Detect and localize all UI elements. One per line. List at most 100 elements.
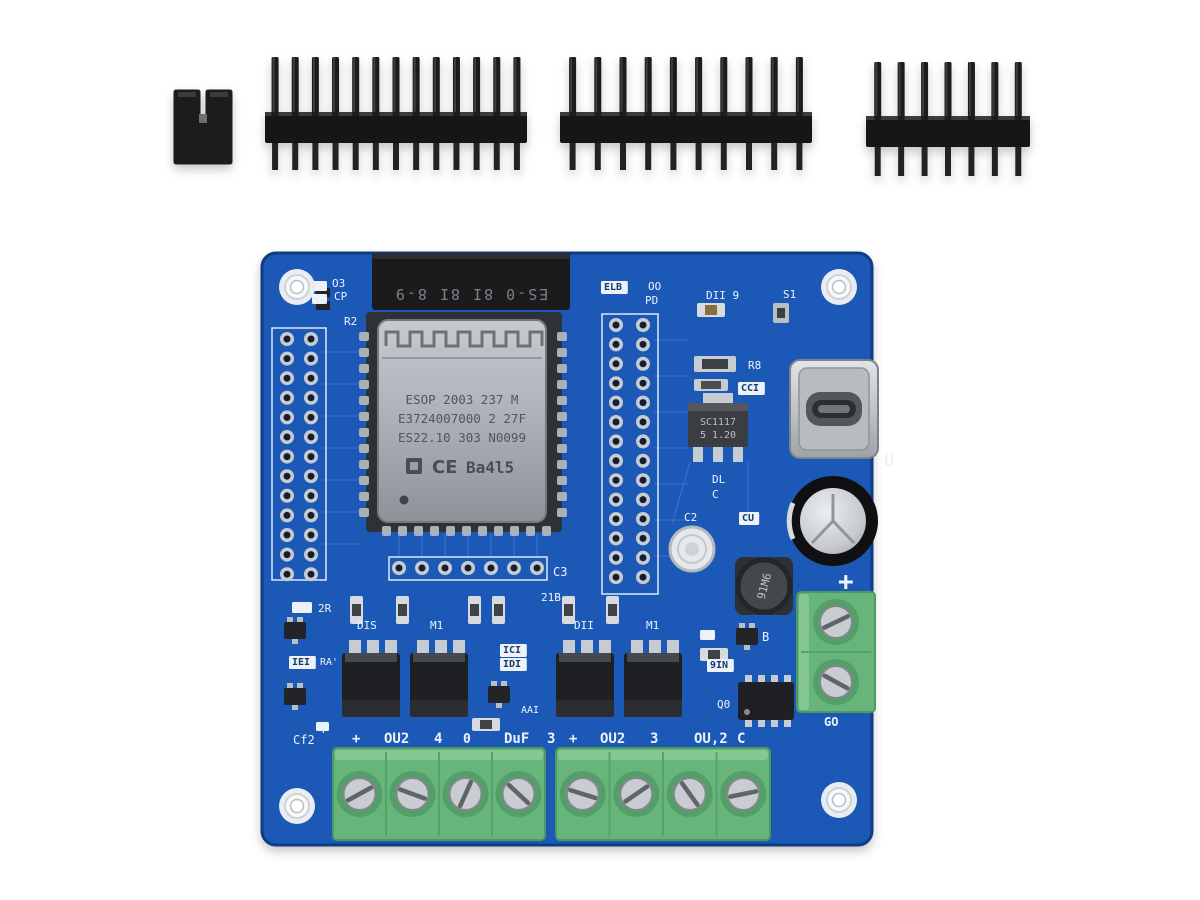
middle-header-outline: [601, 313, 659, 595]
shield-dimple: [399, 495, 409, 505]
svg-text:C: C: [737, 731, 745, 747]
svg-text:Cf2: Cf2: [293, 733, 315, 747]
svg-text:CU: CU: [742, 513, 754, 524]
svg-text:IEI: IEI: [292, 657, 310, 668]
resistor-r8-body: [702, 359, 728, 369]
capacitor-vent: [810, 494, 856, 545]
regulator-marking-line1: SC1117: [700, 417, 736, 428]
pin-header-13pin: [265, 57, 527, 170]
cert-id: Ba4l5: [466, 458, 514, 477]
ceramic-disc-c2: [668, 525, 716, 573]
smd-passives: [284, 281, 758, 731]
esp32-module: ESOP 2003 237 M E3724007000 2 27F ES22.1…: [359, 312, 567, 536]
module-marking-line2: E3724007000 2 27F: [398, 411, 526, 426]
svg-text:IDI: IDI: [503, 659, 521, 670]
svg-text:DuF: DuF: [504, 731, 529, 747]
svg-text:R8: R8: [748, 359, 761, 372]
pin-header-10pin: [560, 57, 812, 170]
power-inductor: 91M6: [735, 557, 793, 615]
svg-text:T: T: [320, 723, 327, 736]
svg-text:B: B: [762, 630, 769, 644]
svg-text:CP: CP: [334, 290, 348, 303]
svg-text:+: +: [838, 567, 854, 597]
svg-text:21B: 21B: [541, 591, 561, 604]
mounting-holes: [279, 269, 857, 824]
module-marking-line3: ES22.10 303 N0099: [398, 430, 526, 445]
jumper-contact: [199, 114, 207, 123]
capacitor-polarity-stripe: [786, 502, 796, 540]
svg-text:+: +: [352, 731, 360, 747]
svg-text:0: 0: [463, 732, 471, 747]
svg-text:ICI: ICI: [503, 645, 521, 656]
svg-text:OU,2: OU,2: [694, 731, 728, 747]
svg-text:OU2: OU2: [384, 731, 409, 747]
small-top-components: [316, 288, 789, 391]
regulator-leg: [713, 447, 723, 462]
usb-c-tongue: [818, 405, 850, 413]
svg-text:R2: R2: [344, 315, 357, 328]
electrolytic-capacitor: [786, 476, 878, 566]
svg-text:+: +: [569, 731, 577, 747]
svg-text:O3: O3: [332, 277, 345, 290]
voltage-regulator: SC1117 5 1.20: [688, 393, 748, 462]
svg-text:ELB: ELB: [604, 282, 622, 293]
fcc-logo-inner: [410, 462, 418, 470]
jumper-highlight: [210, 92, 228, 97]
soic8-pin1-dot: [744, 709, 750, 715]
svg-text:DII: DII: [574, 619, 594, 632]
switch-actuator: [777, 308, 785, 318]
regulator-leg: [693, 447, 703, 462]
bottom-row-outline: [388, 556, 548, 581]
svg-text:2R: 2R: [318, 602, 332, 615]
top-pin-socket: ES-0 8I 8I 8-9: [372, 253, 570, 310]
svg-text:AAI: AAI: [521, 705, 539, 716]
module-marking-line1: ESOP 2003 237 M: [406, 392, 519, 407]
screw-terminal-blocks: [332, 591, 876, 841]
svg-text:PD: PD: [645, 294, 658, 307]
soic8-pins: [745, 675, 791, 727]
svg-text:CCI: CCI: [741, 383, 759, 394]
regulator-leg: [733, 447, 743, 462]
loose-parts: [173, 57, 1030, 176]
regulator-marking-line2: 5 1.20: [700, 430, 736, 441]
pcb-antenna: [384, 330, 544, 348]
socket-marking: ES-0 8I 8I 8-9: [394, 285, 548, 303]
svg-text:3: 3: [547, 731, 555, 747]
svg-text:DL: DL: [712, 473, 726, 486]
soic8-chip: [738, 675, 794, 727]
svg-text:M1: M1: [646, 619, 659, 632]
module-castellation-pads: [359, 332, 567, 536]
capacitor-cc1-body: [701, 381, 721, 389]
ce-mark: CE: [432, 457, 458, 478]
smd-component: [316, 301, 330, 310]
svg-text:Q0: Q0: [717, 698, 730, 711]
svg-text:OU2: OU2: [600, 731, 625, 747]
svg-text:U: U: [884, 452, 894, 472]
svg-text:OO: OO: [648, 280, 661, 293]
jumper-highlight: [178, 92, 196, 97]
svg-text:DII 9: DII 9: [706, 289, 739, 302]
led-die: [705, 305, 717, 315]
smd-component: [316, 288, 330, 297]
mosfet-transistors: [342, 640, 682, 717]
svg-text:C2: C2: [684, 511, 697, 524]
svg-text:DIS: DIS: [357, 619, 377, 632]
pin-header-7pin: [866, 62, 1030, 176]
svg-text:9IN: 9IN: [710, 660, 728, 671]
usb-c-connector: [789, 359, 879, 459]
left-header-outline: [271, 327, 327, 581]
svg-text:C3: C3: [553, 565, 567, 579]
svg-text:S1: S1: [783, 288, 796, 301]
svg-text:RA': RA': [320, 657, 338, 668]
svg-text:3: 3: [650, 731, 658, 747]
regulator-tab: [703, 393, 733, 405]
pcb-board: ES-0 8I 8I 8-9 ESOP 2003 237 M E37240070…: [260, 251, 894, 847]
through-hole-pads: [280, 318, 650, 585]
svg-text:C: C: [712, 488, 719, 501]
jumper-cap: [173, 89, 233, 165]
svg-text:GO: GO: [824, 715, 838, 729]
svg-text:M1: M1: [430, 619, 443, 632]
